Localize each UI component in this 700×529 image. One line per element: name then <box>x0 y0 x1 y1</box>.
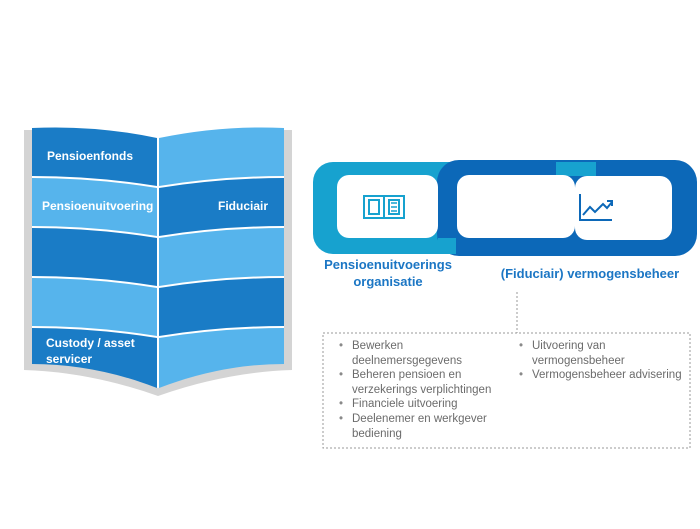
left-page-1 <box>32 127 157 186</box>
chain-overlap-top <box>556 162 596 176</box>
list-item: Deelenemer en werkgever bediening <box>339 412 509 441</box>
left-page-5 <box>32 328 157 388</box>
left-chain-caption: Pensioenuitvoerings organisatie <box>324 257 452 289</box>
right-page-5 <box>159 328 284 388</box>
book-icon <box>363 195 405 219</box>
right-page-3 <box>159 228 284 286</box>
list-item: Uitvoering van vermogensbeheer <box>519 339 689 368</box>
book-cover <box>24 130 292 396</box>
page-label-pensioenfonds: Pensioenfonds <box>47 149 134 163</box>
list-item: Beheren pensioen en verzekerings verplic… <box>339 368 509 397</box>
right-page-2 <box>159 178 284 236</box>
right-page-1 <box>159 127 284 186</box>
middle-chain-inner <box>457 175 575 238</box>
right-responsibilities-list: Uitvoering van vermogensbeheer Vermogens… <box>519 339 689 383</box>
left-page-3 <box>32 228 157 286</box>
right-chain-inner <box>575 176 672 240</box>
page-label-fiduciair: Fiduciair <box>218 199 269 213</box>
left-chain-inner <box>337 175 438 238</box>
page-label-pensioenuitvoering: Pensioenuitvoering <box>42 199 154 213</box>
list-item: Financiele uitvoering <box>339 397 509 412</box>
left-page-2 <box>32 178 157 236</box>
left-responsibilities-list: Bewerken deelnemersgegevens Beheren pens… <box>339 339 509 441</box>
responsibilities-box <box>322 332 691 449</box>
line-chart-icon <box>579 194 613 221</box>
left-page-4 <box>32 278 157 336</box>
page-label-custody: Custody / asset servicer <box>46 336 135 366</box>
chain-overlap-bottom <box>438 238 456 254</box>
right-chain-caption: (Fiduciair) vermogensbeheer <box>500 266 680 281</box>
list-item: Bewerken deelnemersgegevens <box>339 339 509 368</box>
book <box>24 127 292 396</box>
list-item: Vermogensbeheer advisering <box>519 368 689 383</box>
right-page-4 <box>159 278 284 336</box>
chain <box>313 160 697 256</box>
